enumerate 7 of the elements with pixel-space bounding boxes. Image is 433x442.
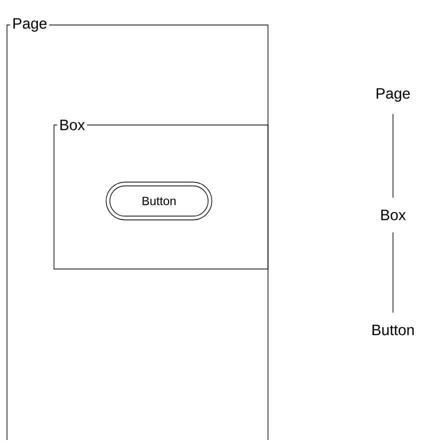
button: Button	[106, 182, 212, 220]
tree-label: Box	[381, 210, 406, 220]
tree-label: Page	[376, 88, 410, 102]
tree-label: Button	[372, 324, 414, 336]
connector-line	[392, 232, 394, 313]
node-label: Page	[13, 18, 47, 32]
connector-line	[392, 114, 394, 198]
